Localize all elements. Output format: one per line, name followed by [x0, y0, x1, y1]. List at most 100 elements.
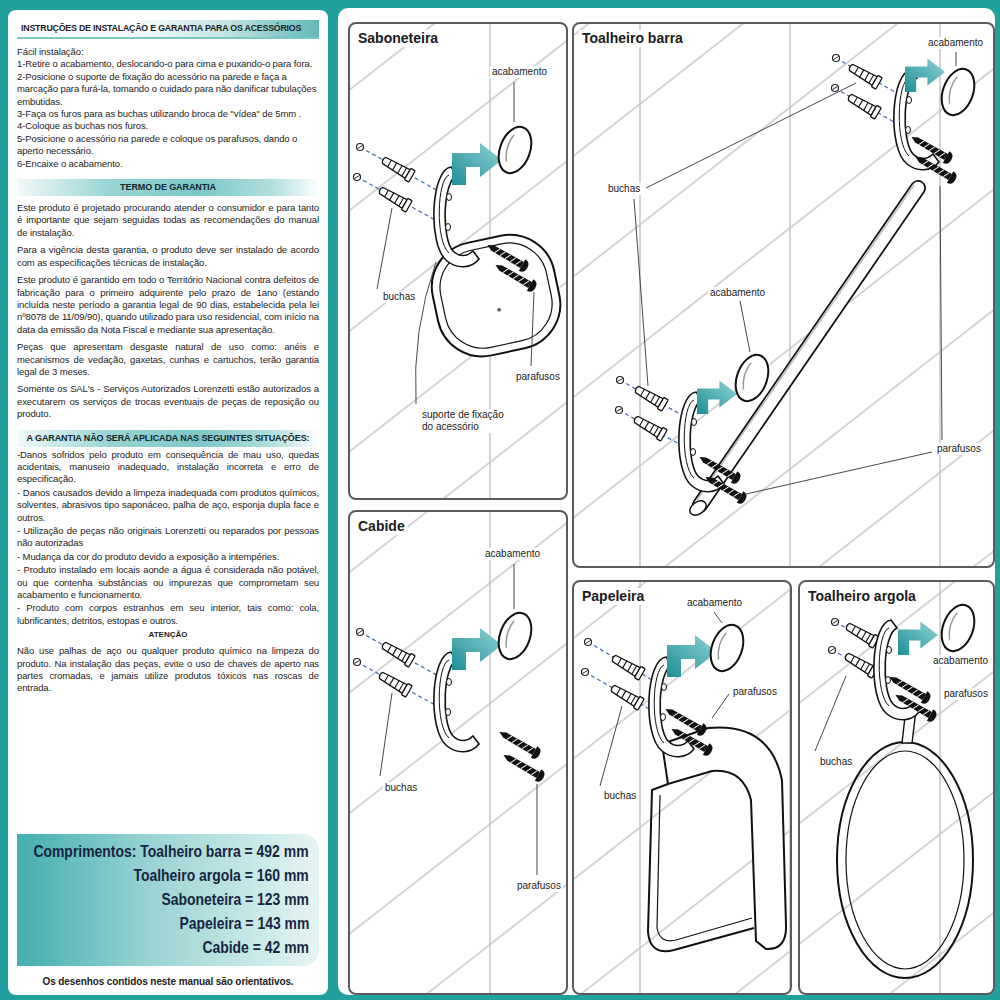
dimension-box: Comprimentos: Toalheiro barra = 492 mmTo…: [17, 834, 319, 966]
mounting-bracket: [894, 70, 939, 170]
product-panel: Cabide: [348, 510, 568, 995]
body-text: - Danos causados devido a limpeza inadeq…: [17, 487, 319, 524]
section-band: A GARANTIA NÃO SERÁ APLICADA NAS SEGUINT…: [17, 430, 319, 447]
wall-anchor: [380, 154, 416, 182]
screw: [492, 259, 538, 293]
body-text: Para a vigência desta garantia, o produt…: [17, 244, 319, 269]
washer-icon: [833, 55, 840, 62]
part-label: buchas: [818, 756, 854, 768]
wall-anchor: [633, 383, 669, 411]
tile-lines: [573, 23, 994, 567]
direction-arrow: [452, 628, 502, 670]
body-text: Peças que apresentam desgaste natural de…: [17, 341, 319, 378]
tile-lines: [349, 511, 567, 994]
wall-anchor: [377, 669, 413, 697]
screw: [496, 726, 542, 760]
part-label: buchas: [383, 782, 419, 794]
body-text: 4-Coloque as buchas nos furos.: [17, 120, 319, 132]
towel-bar-drawing: [616, 52, 981, 518]
paper-holder-drawing: [582, 612, 787, 951]
washer-icon: [582, 669, 589, 676]
body-text: Fácil instalação:: [17, 46, 319, 58]
part-label: buchas: [381, 291, 417, 303]
wall-tiles: [349, 23, 994, 994]
part-label: acabamento: [926, 37, 985, 49]
cover-cap: [493, 122, 538, 177]
part-label: acabamento: [483, 548, 542, 560]
bar-end-cap: [687, 498, 709, 518]
wall-anchor: [610, 652, 646, 680]
tile-lines: [573, 23, 994, 567]
body-text: - Produto instalado em locais aonde a ág…: [17, 564, 319, 601]
part-label: buchas: [606, 183, 642, 195]
wall-anchor: [846, 91, 882, 119]
body-text: 1-Retire o acabamento, deslocando-o para…: [17, 58, 319, 70]
washer-icon: [616, 407, 623, 414]
dish-drain: [497, 308, 501, 312]
holder-frame: [662, 727, 786, 949]
screw: [892, 689, 938, 723]
leader-line: [815, 676, 846, 751]
screw: [912, 151, 958, 185]
tile-lines: [349, 511, 567, 994]
body-text: 2-Posicione o suporte de fixação do aces…: [17, 71, 319, 108]
towel-bar: [700, 188, 918, 505]
part-label: suporte de fixação do acessório: [420, 409, 519, 433]
towel-ring: [837, 742, 973, 978]
leader-line: [634, 52, 956, 494]
body-text: Este produto é garantido em todo o Terri…: [17, 274, 319, 336]
product-panel: Papeleira: [572, 580, 792, 995]
body-text: -Danos sofridos pelo produto em consequê…: [17, 449, 319, 486]
body-text: Somente os SAL's - Serviços Autorizados …: [17, 383, 319, 420]
product-panel: Toalheiro argola: [798, 580, 995, 995]
part-label: parafusos: [514, 371, 562, 383]
tile-lines: [799, 581, 994, 994]
screw: [668, 723, 714, 757]
screw: [662, 703, 708, 737]
direction-arrow: [667, 635, 717, 677]
washer-icon: [354, 174, 361, 181]
cover-cap: [493, 608, 538, 663]
section-band: TERMO DE GARANTIA: [17, 179, 319, 196]
band-heading: INSTRUÇÕES DE INSTALAÇÃO E GARANTIA PARA…: [21, 23, 315, 34]
direction-arrow: [898, 621, 938, 655]
body-text: - Produto com corpos estranhos em seu in…: [17, 602, 319, 627]
screw: [696, 451, 742, 485]
section-band: INSTRUÇÕES DE INSTALAÇÃO E GARANTIA PARA…: [17, 20, 319, 39]
part-label: acabamento: [685, 597, 744, 609]
washer-icon: [585, 639, 592, 646]
wall-anchor: [632, 413, 668, 441]
towel-bar: [700, 188, 918, 505]
panel-title: Toalheiro barra: [579, 30, 686, 47]
washer-icon: [832, 619, 839, 626]
holder-frame: [657, 795, 752, 941]
dimension-text: Cabide = 42 mm: [202, 936, 309, 960]
soap-dish-drawing: [354, 82, 569, 404]
cover-cap: [936, 600, 981, 655]
holder-frame: [648, 784, 754, 951]
screw: [908, 131, 954, 165]
cover-cap: [705, 620, 750, 675]
wall-anchor: [609, 682, 645, 710]
washer-icon: [357, 629, 364, 636]
body-text: - Mudança da cor do produto devido a exp…: [17, 551, 319, 563]
panel-title: Saboneteira: [355, 30, 441, 47]
leader-line: [380, 564, 537, 875]
towel-ring: [846, 751, 964, 969]
body-text: Este produto é projetado procurando aten…: [17, 202, 319, 239]
screw: [702, 471, 748, 505]
washer-icon: [832, 85, 839, 92]
bar-highlight: [697, 185, 914, 500]
washer-icon: [829, 647, 836, 654]
part-label: buchas: [602, 790, 638, 802]
panel-title: Toalheiro argola: [805, 588, 919, 605]
tile-lines: [573, 581, 791, 994]
screw: [500, 749, 546, 783]
wall-anchor: [844, 620, 880, 648]
dimension-text: Saboneteira = 123 mm: [161, 888, 309, 912]
washer-icon: [357, 144, 364, 151]
cover-cap: [936, 64, 981, 119]
washer-icon: [354, 659, 361, 666]
